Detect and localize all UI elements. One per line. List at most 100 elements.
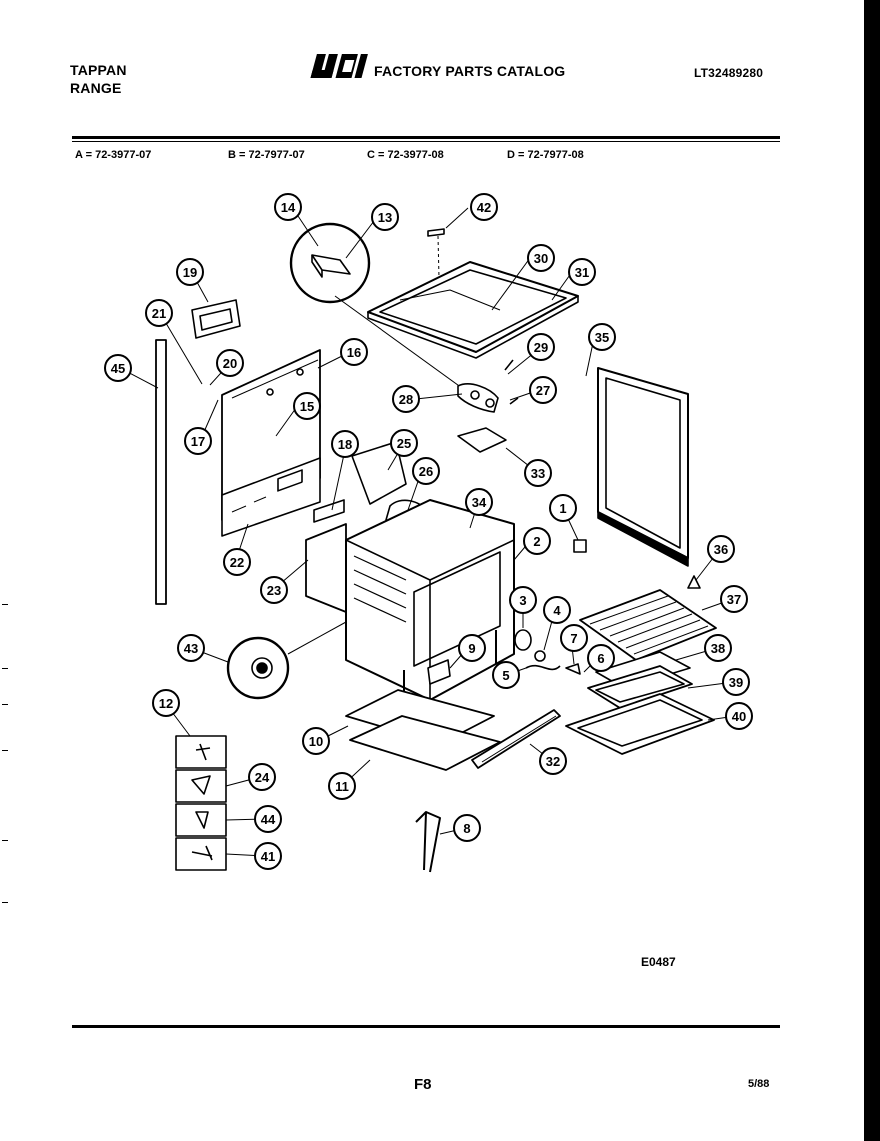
callout-label: 18: [338, 437, 352, 452]
model-number: LT32489280: [694, 66, 764, 80]
detail-circle-43: [226, 636, 290, 700]
callout-40: 40: [725, 702, 753, 730]
callout-circle: [722, 668, 750, 696]
callout-8: 8: [453, 814, 481, 842]
margin-tick: [2, 840, 8, 841]
callout-label: 21: [152, 306, 166, 321]
part-8-bracket: [415, 811, 441, 873]
callout-label: 39: [729, 675, 743, 690]
catalog-title: FACTORY PARTS CATALOG: [374, 63, 566, 79]
callout-label: 6: [597, 651, 604, 666]
callout-circle: [260, 576, 288, 604]
detail-circle-13-14: [289, 222, 371, 304]
margin-tick: [2, 604, 8, 605]
callout-42: 42: [470, 193, 498, 221]
callout-label: 20: [223, 356, 237, 371]
part-12-pack: [175, 735, 227, 769]
callout-35: 35: [588, 323, 616, 351]
callout-circle: [248, 763, 276, 791]
callout-11: 11: [328, 772, 356, 800]
part-35-side-panel: [597, 367, 689, 559]
callout-circle: [104, 354, 132, 382]
callout-label: 28: [399, 392, 413, 407]
callout-5: 5: [492, 661, 520, 689]
callout-circle: [302, 727, 330, 755]
callout-circle: [331, 430, 359, 458]
callout-label: 9: [468, 641, 475, 656]
callout-circle: [458, 634, 486, 662]
callout-label: 12: [159, 696, 173, 711]
callout-13: 13: [371, 203, 399, 231]
callout-29: 29: [527, 333, 555, 361]
part-24-pack: [175, 769, 227, 803]
callout-18: 18: [331, 430, 359, 458]
callout-7: 7: [560, 624, 588, 652]
callout-circle: [492, 661, 520, 689]
callout-label: 1: [559, 501, 566, 516]
callout-label: 36: [714, 542, 728, 557]
callout-circle: [524, 459, 552, 487]
part-19-bracket: [191, 299, 241, 339]
callout-label: 16: [347, 345, 361, 360]
callout-16: 16: [340, 338, 368, 366]
part-22-lower-panel: [221, 457, 321, 537]
callout-label: 29: [534, 340, 548, 355]
callout-circle: [549, 494, 577, 522]
page-id: F8: [414, 1076, 432, 1093]
callout-43: 43: [177, 634, 205, 662]
callout-label: 11: [335, 779, 349, 794]
callout-circle: [328, 772, 356, 800]
part-25-burner-box: [351, 441, 407, 505]
callout-label: 13: [378, 210, 392, 225]
part-37-grate: [579, 589, 717, 661]
callout-3: 3: [509, 586, 537, 614]
margin-tick: [2, 704, 8, 705]
callout-12: 12: [152, 689, 180, 717]
callout-circle: [254, 842, 282, 870]
callout-26: 26: [412, 457, 440, 485]
callout-45: 45: [104, 354, 132, 382]
callout-circle: [254, 805, 282, 833]
part-23-door: [305, 523, 347, 613]
callout-label: 43: [184, 641, 198, 656]
callout-label: 35: [595, 330, 609, 345]
callout-15: 15: [293, 392, 321, 420]
callout-label: 22: [230, 555, 244, 570]
callout-36: 36: [707, 535, 735, 563]
part-3-ignitor: [514, 629, 532, 651]
part-30-top-inner: [379, 269, 567, 345]
callout-27: 27: [529, 376, 557, 404]
header-rule-thin: [72, 141, 780, 142]
callout-circle: [509, 586, 537, 614]
callout-circle: [145, 299, 173, 327]
callout-circle: [720, 585, 748, 613]
callout-circle: [539, 747, 567, 775]
callout-label: 32: [546, 754, 560, 769]
callout-label: 14: [281, 200, 296, 215]
callout-28: 28: [392, 385, 420, 413]
callout-label: 34: [472, 495, 487, 510]
callout-circle: [588, 323, 616, 351]
callout-circle: [184, 427, 212, 455]
callout-23: 23: [260, 576, 288, 604]
part-44-pack: [175, 803, 227, 837]
callout-label: 30: [534, 251, 548, 266]
callout-circle: [293, 392, 321, 420]
callout-2: 2: [523, 527, 551, 555]
variant-c: C = 72-3977-08: [367, 149, 444, 161]
callout-19: 19: [176, 258, 204, 286]
callout-circle: [560, 624, 588, 652]
margin-tick: [2, 902, 8, 903]
callout-circle: [707, 535, 735, 563]
variant-a: A = 72-3977-07: [75, 149, 152, 161]
part-32-rail: [471, 709, 561, 769]
callout-22: 22: [223, 548, 251, 576]
part-45-side-trim: [155, 339, 167, 605]
callout-circle: [177, 634, 205, 662]
callout-label: 24: [255, 770, 270, 785]
callout-44: 44: [254, 805, 282, 833]
page-edge-bar: [864, 0, 880, 1141]
part-27-29-fittings: [504, 359, 519, 405]
